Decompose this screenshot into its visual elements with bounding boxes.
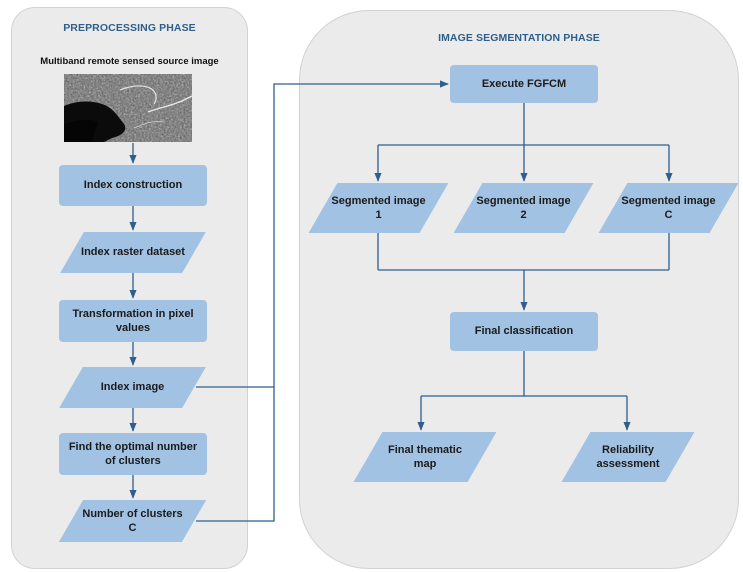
final-classification-box: Final classification	[450, 312, 598, 351]
segmented-image-c-box: Segmented image C	[598, 183, 739, 233]
segmented-image-2-box: Segmented image 2	[453, 183, 594, 233]
find-optimal-clusters-label: Find the optimal number of clusters	[68, 440, 198, 467]
final-thematic-map-label: Final thematic map	[388, 443, 462, 470]
reliability-assessment-label: Reliability assessment	[596, 443, 660, 470]
segmented-image-1-label: Segmented image 1	[331, 194, 426, 221]
execute-fgfcm-box: Execute FGFCM	[450, 65, 598, 103]
final-classification-label: Final classification	[474, 325, 574, 338]
reliability-assessment-box: Reliability assessment	[561, 432, 695, 482]
segmented-image-1-box: Segmented image 1	[308, 183, 449, 233]
transformation-box: Transformation in pixel values	[59, 300, 207, 342]
segmented-image-c-label: Segmented image C	[621, 194, 716, 221]
index-construction-box: Index construction	[59, 165, 207, 206]
source-image-label: Multiband remote sensed source image	[40, 56, 219, 67]
segmented-image-2-label: Segmented image 2	[476, 194, 571, 221]
index-image-label: Index image	[100, 381, 165, 394]
index-image-box: Index image	[59, 367, 206, 408]
index-construction-label: Index construction	[83, 179, 183, 192]
number-of-clusters-label: Number of clusters C	[82, 507, 183, 534]
index-raster-dataset-box: Index raster dataset	[60, 232, 206, 273]
final-thematic-map-box: Final thematic map	[353, 432, 497, 482]
number-of-clusters-box: Number of clusters C	[58, 500, 207, 542]
index-raster-dataset-label: Index raster dataset	[81, 246, 185, 259]
execute-fgfcm-label: Execute FGFCM	[481, 77, 567, 90]
segmentation-phase-title: IMAGE SEGMENTATION PHASE	[438, 32, 600, 44]
satellite-source-image	[64, 74, 192, 142]
find-optimal-clusters-box: Find the optimal number of clusters	[59, 433, 207, 475]
transformation-label: Transformation in pixel values	[72, 307, 194, 334]
preprocessing-phase-title: PREPROCESSING PHASE	[63, 22, 196, 34]
